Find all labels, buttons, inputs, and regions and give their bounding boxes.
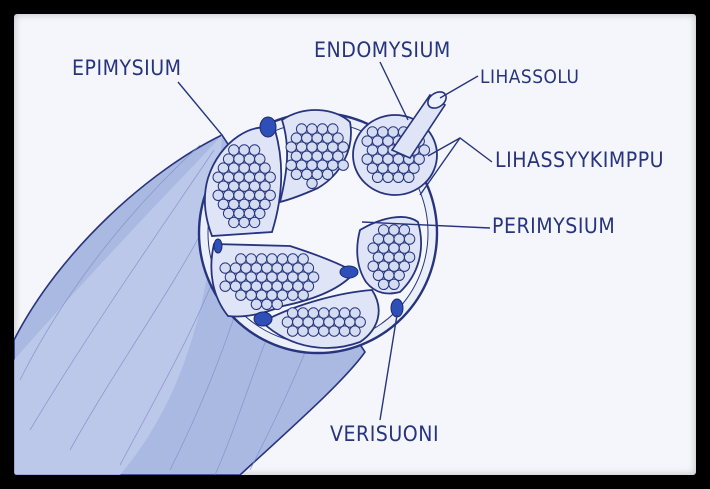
label-lihassyykimppu: LIHASSYYKIMPPU (495, 148, 665, 173)
muscle-fiber (307, 271, 320, 283)
muscle-fiber (327, 123, 339, 135)
muscle-fiber (290, 168, 303, 181)
muscle-fiber (408, 162, 420, 174)
leader-line-perimysium (361, 221, 491, 229)
label-verisuoni: VERISUONI (330, 422, 440, 447)
muscle-fiber (413, 153, 425, 165)
muscle-fiber (306, 177, 318, 190)
muscle-fiber (393, 269, 405, 281)
muscle-fiber (248, 144, 261, 156)
muscle-fiber (371, 171, 384, 184)
muscle-fiber (418, 144, 431, 156)
muscle-fiber (398, 242, 411, 254)
muscle-fiber (264, 171, 276, 183)
muscle-fiber (307, 325, 320, 337)
blood-vessel (259, 116, 277, 138)
muscle-fiber (318, 325, 330, 337)
muscle-fiber (238, 216, 250, 229)
leader-line-lihassyykimppu-2 (419, 137, 461, 196)
blood-vessels (213, 116, 404, 327)
muscle-fiber (349, 307, 361, 319)
muscle-fiber (302, 262, 315, 274)
muscle-fiber (254, 153, 266, 165)
muscle-body-shading (14, 135, 222, 475)
muscle-fiber (297, 325, 309, 337)
muscle-fiber (328, 325, 340, 337)
muscle-fiber (337, 141, 349, 153)
leader-lines (177, 61, 493, 421)
leader-line-endomysium (379, 61, 409, 121)
label-epimysium: EPIMYSIUM (72, 56, 182, 81)
muscle-fiber (349, 325, 361, 337)
label-lihassolu: LIHASSOLU (480, 66, 580, 89)
muscle-fiber (403, 171, 415, 184)
label-perimysium: PERIMYSIUM (492, 214, 616, 239)
muscle-fiber (332, 132, 344, 144)
muscle-fiber (254, 207, 266, 220)
muscle-fiber (297, 253, 309, 265)
blood-vessel (253, 311, 273, 327)
blood-vessel (213, 238, 223, 254)
label-endomysium: ENDOMYSIUM (314, 38, 451, 63)
muscle-fiber (235, 289, 247, 301)
muscle-fibers (212, 123, 431, 337)
muscle-fiber (228, 216, 240, 229)
muscle-fiber (382, 171, 394, 184)
muscle-fiber (302, 280, 315, 292)
blood-vessel (339, 265, 359, 279)
muscle-fiber (286, 325, 299, 337)
muscle-fiber (248, 216, 261, 229)
muscle-fiber (287, 289, 299, 301)
muscle-fiber (354, 316, 366, 328)
muscle-fiber (392, 171, 405, 184)
leader-line-verisuoni (379, 314, 398, 421)
muscle-fiber (403, 251, 416, 263)
muscle-fiber (261, 298, 273, 310)
muscle-fiber (398, 224, 411, 236)
muscle-fiber (337, 159, 349, 171)
muscle-fiber (403, 233, 416, 245)
muscle-fiber (264, 189, 276, 202)
muscle-fiber (259, 162, 271, 174)
leader-line-epimysium (177, 81, 223, 136)
muscle-fiber (219, 280, 231, 292)
muscle-fiber (338, 325, 351, 337)
muscle-fiber (259, 180, 271, 192)
leader-line-lihassolu (439, 75, 479, 99)
muscle-fiber (297, 289, 309, 301)
muscle-fiber (398, 260, 411, 272)
muscle-fiber (332, 150, 344, 162)
muscle-fiber (321, 168, 334, 181)
muscle-fiber (271, 298, 283, 310)
muscle-fiber (250, 298, 263, 310)
blood-vessel (390, 298, 404, 318)
muscle-fiber (388, 278, 400, 290)
muscle-fiber (259, 198, 271, 211)
muscle-fiber (377, 278, 390, 290)
